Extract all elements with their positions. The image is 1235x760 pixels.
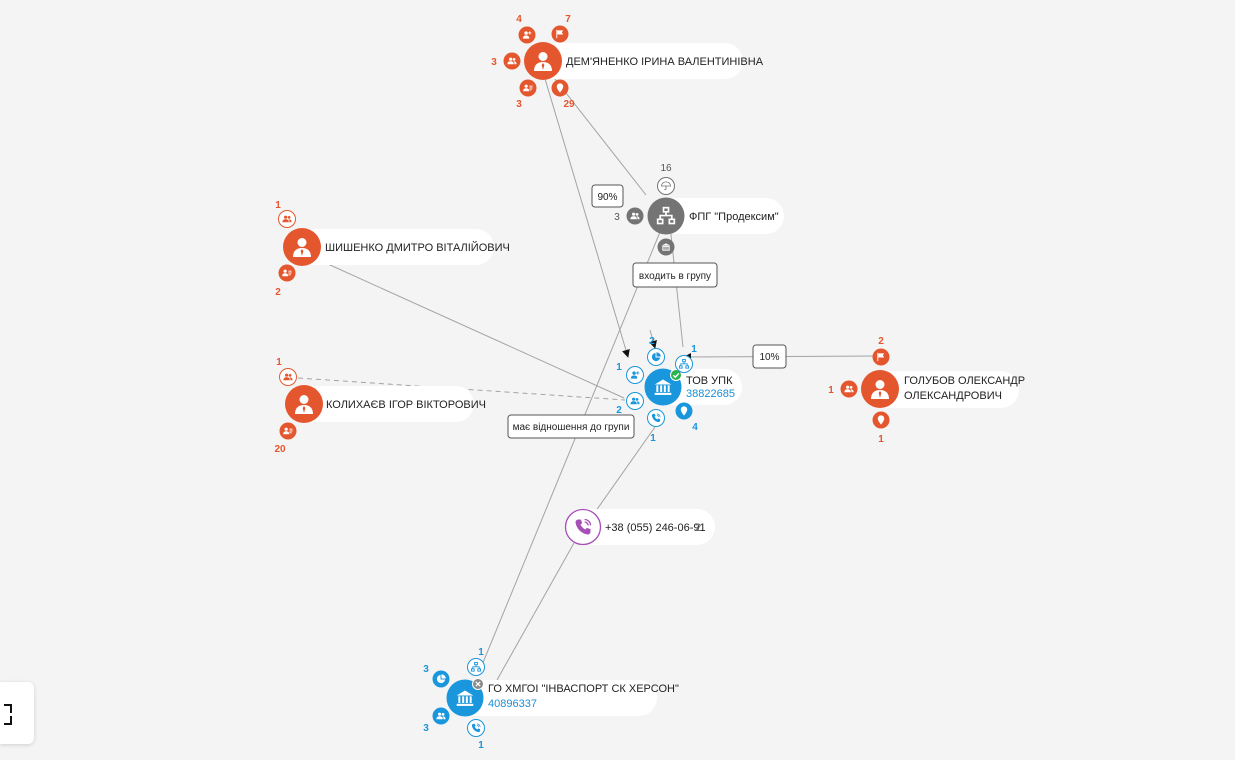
edge-label-10-text: 10% bbox=[759, 352, 779, 363]
node-golubov[interactable]: ГОЛУБОВ ОЛЕКСАНДР ОЛЕКСАНДРОВИЧ 2 1 1 bbox=[828, 336, 1025, 445]
edge-fpg-go-khmgoi[interactable] bbox=[481, 231, 661, 666]
demyanenko-userlist-badge[interactable] bbox=[519, 79, 537, 97]
golubov-users-badge[interactable] bbox=[840, 380, 858, 398]
node-fpg-name: ФПГ "Продексим" bbox=[689, 211, 779, 223]
node-phone-circle bbox=[564, 508, 602, 546]
node-go-khmgoi-pill bbox=[447, 680, 657, 716]
edge-label-in-group-text: входить в групу bbox=[639, 271, 711, 282]
expand-icon-top bbox=[4, 704, 12, 713]
node-phone-number: +38 (055) 246-06-91 bbox=[605, 522, 706, 534]
fit-to-screen-button[interactable] bbox=[0, 682, 34, 744]
tov-upk-users-badge[interactable] bbox=[626, 392, 644, 410]
go-khmgoi-users-badge[interactable] bbox=[432, 707, 450, 725]
shyshenko-userlist-badge[interactable] bbox=[278, 264, 296, 282]
edge-label-in-group[interactable]: входить в групу bbox=[632, 262, 718, 288]
go-khmgoi-phone-count: 1 bbox=[478, 740, 484, 751]
node-phone[interactable]: +38 (055) 246-06-91 2 bbox=[564, 508, 716, 546]
node-golubov-name-line2: ОЛЕКСАНДРОВИЧ bbox=[904, 390, 1002, 402]
shyshenko-users-count: 1 bbox=[275, 200, 281, 211]
edge-tov-upk-phone[interactable] bbox=[592, 426, 656, 516]
go-khmgoi-hier-count: 1 bbox=[478, 647, 484, 658]
golubov-location-count: 1 bbox=[878, 434, 884, 445]
demyanenko-userlist-count: 3 bbox=[516, 99, 522, 110]
tov-upk-phone-count: 1 bbox=[650, 433, 656, 444]
kolykhaev-users-count: 1 bbox=[276, 357, 282, 368]
fpg-top-count: 16 bbox=[660, 163, 672, 174]
node-tov-upk-name: ТОВ УПК bbox=[686, 375, 733, 387]
node-go-khmgoi[interactable]: ГО ХМГОІ "ІНВАСПОРТ СК ХЕРСОН" 40896337 … bbox=[423, 647, 679, 751]
tov-upk-userplus-count: 1 bbox=[616, 362, 622, 373]
tov-upk-pie-badge[interactable] bbox=[647, 348, 665, 366]
edge-label-related-group[interactable]: має відношення до групи bbox=[507, 414, 635, 439]
shyshenko-userlist-count: 2 bbox=[275, 287, 281, 298]
node-phone-count: 2 bbox=[695, 522, 701, 534]
edge-label-10[interactable]: 10% bbox=[752, 344, 787, 369]
demyanenko-userplus-count: 4 bbox=[516, 14, 522, 25]
shyshenko-users-badge[interactable] bbox=[278, 210, 296, 228]
edges-layer bbox=[297, 69, 881, 681]
fpg-users-badge[interactable] bbox=[626, 207, 644, 225]
node-tov-upk-code: 38822685 bbox=[686, 388, 735, 400]
node-golubov-name-line1: ГОЛУБОВ ОЛЕКСАНДР bbox=[904, 375, 1025, 387]
node-fpg[interactable]: ФПГ "Продексим" 16 3 bbox=[614, 163, 784, 256]
edge-label-related-group-text: має відношення до групи bbox=[513, 422, 630, 433]
tov-upk-pie-count: 2 bbox=[649, 336, 655, 347]
edge-label-90-text: 90% bbox=[597, 192, 617, 203]
tov-upk-users-count: 2 bbox=[616, 405, 622, 416]
node-go-khmgoi-circle bbox=[446, 679, 484, 717]
fpg-left-count: 3 bbox=[614, 212, 620, 223]
go-khmgoi-users-count: 3 bbox=[423, 723, 429, 734]
demyanenko-flag-count: 7 bbox=[565, 14, 571, 25]
node-kolykhaev-pill bbox=[286, 386, 474, 422]
node-go-khmgoi-code: 40896337 bbox=[488, 698, 537, 710]
demyanenko-users-count: 3 bbox=[491, 57, 497, 68]
node-shyshenko-pill bbox=[284, 229, 494, 265]
node-kolykhaev[interactable]: КОЛИХАЄВ ІГОР ВІКТОРОВИЧ 1 20 bbox=[274, 357, 486, 455]
node-phone-pill bbox=[566, 509, 715, 545]
tov-upk-location-count: 4 bbox=[692, 422, 698, 433]
node-demyanenko-name: ДЕМ'ЯНЕНКО ІРИНА ВАЛЕНТИНІВНА bbox=[566, 56, 764, 68]
tov-upk-hier-count: 1 bbox=[691, 344, 697, 355]
node-go-khmgoi-name: ГО ХМГОІ "ІНВАСПОРТ СК ХЕРСОН" bbox=[488, 683, 679, 695]
node-tov-upk[interactable]: ТОВ УПК 38822685 2 1 1 2 1 4 bbox=[616, 336, 742, 444]
demyanenko-users-badge[interactable] bbox=[503, 52, 521, 70]
golubov-flag-count: 2 bbox=[878, 336, 884, 347]
kolykhaev-userlist-count: 20 bbox=[274, 444, 286, 455]
node-shyshenko-name: ШИШЕНКО ДМИТРО ВІТАЛІЙОВИЧ bbox=[325, 241, 510, 254]
expand-icon-bottom bbox=[4, 716, 12, 725]
node-shyshenko[interactable]: ШИШЕНКО ДМИТРО ВІТАЛІЙОВИЧ 1 2 bbox=[275, 200, 510, 298]
go-khmgoi-pie-badge[interactable] bbox=[432, 670, 450, 688]
kolykhaev-userlist-badge[interactable] bbox=[279, 422, 297, 440]
go-khmgoi-pie-count: 3 bbox=[423, 664, 429, 675]
edge-phone-go-khmgoi[interactable] bbox=[496, 542, 575, 681]
node-demyanenko[interactable]: ДЕМ'ЯНЕНКО ІРИНА ВАЛЕНТИНІВНА 4 7 3 3 29 bbox=[491, 14, 763, 110]
edge-label-90[interactable]: 90% bbox=[591, 184, 624, 208]
node-kolykhaev-name: КОЛИХАЄВ ІГОР ВІКТОРОВИЧ bbox=[326, 399, 486, 411]
node-demyanenko-pill bbox=[525, 43, 743, 79]
demyanenko-userplus-badge[interactable] bbox=[518, 26, 536, 44]
go-khmgoi-phone-badge[interactable] bbox=[467, 719, 485, 737]
tov-upk-phone-badge[interactable] bbox=[647, 409, 665, 427]
tov-upk-userplus-badge[interactable] bbox=[626, 366, 644, 384]
verified-check-icon bbox=[670, 369, 682, 381]
edge-fpg-arrow[interactable] bbox=[649, 329, 657, 349]
edge-demyanenko-tov-upk[interactable] bbox=[542, 71, 630, 358]
demyanenko-location-count: 29 bbox=[563, 99, 575, 110]
node-golubov-pill bbox=[862, 371, 1019, 408]
kolykhaev-users-badge[interactable] bbox=[279, 368, 297, 386]
golubov-users-count: 1 bbox=[828, 385, 834, 396]
edge-shyshenko-tov-upk[interactable] bbox=[307, 254, 625, 399]
